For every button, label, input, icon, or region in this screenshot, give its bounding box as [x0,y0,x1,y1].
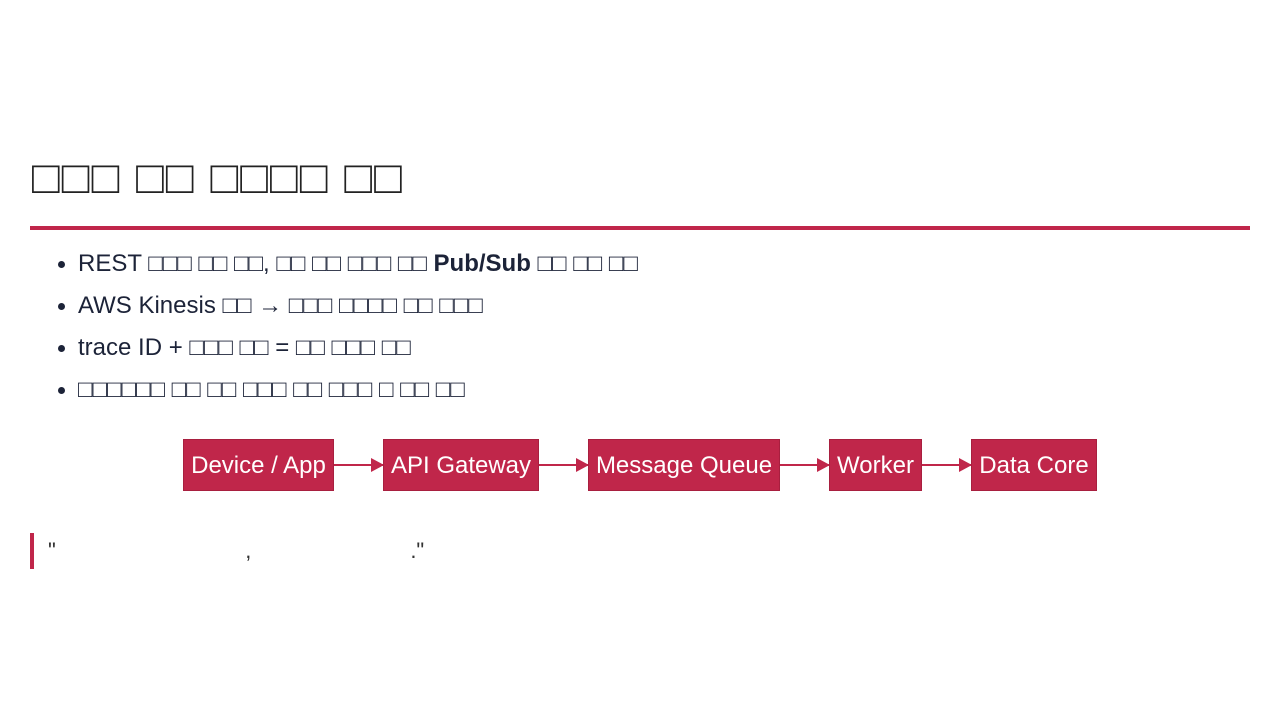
bullet-text: AWS Kinesis □□ → □□□ □□□□ □□ □□□ [78,292,483,319]
flow-diagram: Device / App API Gateway Message Queue W… [0,439,1280,491]
flow-node-worker: Worker [829,439,922,491]
bullet-emphasis: Pub/Sub [433,250,531,277]
quote-block: " , ." [30,533,424,569]
flow-node-data-core: Data Core [971,439,1097,491]
bullet-text: REST □□□ □□ □□, □□ □□ □□□ □□ [78,250,434,277]
flow-arrow [922,458,972,472]
bullet-item: □□□□□□ □□ □□ □□□ □□ □□□ □ □□ □□ [58,369,638,411]
quote-text: " , ." [48,538,425,563]
bullet-text: □□□□□□ □□ □□ □□□ □□ □□□ □ □□ □□ [78,376,465,403]
bullet-item: AWS Kinesis □□ → □□□ □□□□ □□ □□□ [58,285,638,327]
bullet-text: trace ID + □□□ □□ = □□ □□□ □□ [78,334,411,361]
flow-arrow [539,458,589,472]
flow-node-message-queue: Message Queue [588,439,780,491]
flow-arrow [780,458,830,472]
bullet-text-tail: □□ □□ □□ [530,250,638,277]
flow-node-api-gateway: API Gateway [383,439,539,491]
flow-arrow [334,458,384,472]
bullet-list: REST □□□ □□ □□, □□ □□ □□□ □□ Pub/Sub □□ … [58,243,638,411]
bullet-item: trace ID + □□□ □□ = □□ □□□ □□ [58,327,638,369]
bullet-item: REST □□□ □□ □□, □□ □□ □□□ □□ Pub/Sub □□ … [58,243,638,285]
title-divider [30,226,1250,230]
slide-title: □□□ □□ □□□□ □□ [32,151,404,203]
flow-node-device-app: Device / App [183,439,334,491]
